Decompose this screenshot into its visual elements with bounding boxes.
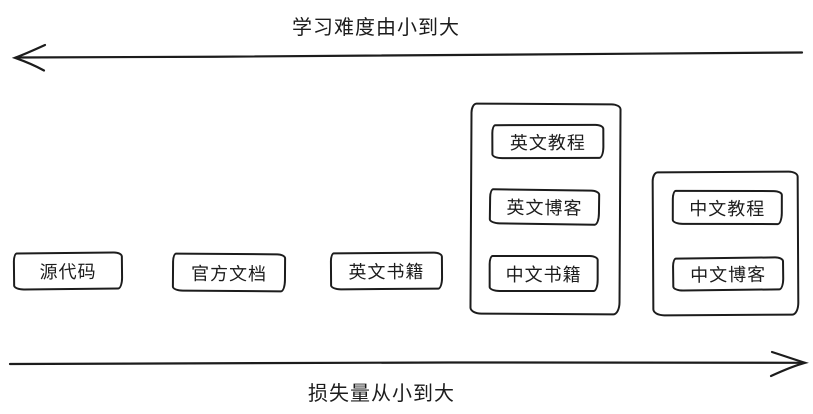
group-box-2: 中文教程 中文博客 (651, 170, 800, 317)
box-english-books-label: 英文书籍 (348, 261, 425, 284)
box-english-blogs: 英文博客 (488, 188, 601, 226)
box-chinese-books: 中文书籍 (488, 254, 599, 292)
box-english-tutorials: 英文教程 (491, 123, 605, 160)
top-axis-label: 学习难度由小到大 (292, 15, 460, 39)
right-arrow (8, 350, 809, 378)
box-official-docs: 官方文档 (171, 252, 287, 293)
box-source-code-label: 源代码 (39, 261, 97, 284)
box-chinese-blogs: 中文博客 (671, 256, 785, 292)
box-chinese-books-label: 中文书籍 (505, 264, 582, 286)
box-source-code: 源代码 (12, 251, 124, 291)
box-chinese-tutorials: 中文教程 (671, 189, 783, 226)
left-arrow (11, 43, 804, 72)
bottom-axis-label: 损失量从小到大 (308, 381, 455, 405)
box-chinese-blogs-label: 中文博客 (690, 264, 767, 287)
box-english-books: 英文书籍 (329, 251, 444, 291)
box-chinese-tutorials-label: 中文教程 (689, 198, 766, 220)
box-english-blogs-label: 英文博客 (506, 197, 583, 220)
group-box-1: 英文教程 英文博客 中文书籍 (469, 102, 622, 316)
box-english-tutorials-label: 英文教程 (509, 132, 586, 154)
box-official-docs-label: 官方文档 (190, 263, 268, 285)
